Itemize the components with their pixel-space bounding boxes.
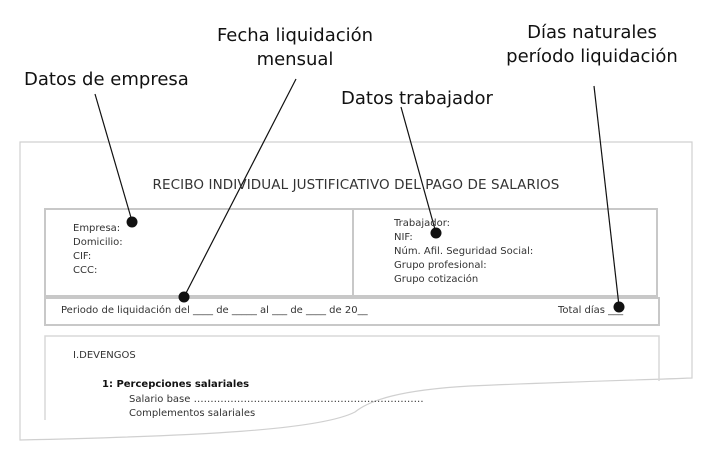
devengos-box [44, 335, 660, 420]
callout-datos-empresa: Datos de empresa [24, 69, 189, 90]
empresa-field-ccc: CCC: [73, 265, 98, 276]
empresa-field-cif: CIF: [73, 251, 92, 262]
trabajador-field-grupo-cotizacion: Grupo cotización [394, 274, 479, 285]
callout-fecha-liquidacion: Fecha liquidación mensual [216, 25, 374, 70]
document-outline [19, 141, 693, 441]
document-title: RECIBO INDIVIDUAL JUSTIFICATIVO DEL PAGO… [152, 177, 560, 193]
empresa-field-empresa: Empresa: [73, 223, 121, 234]
callout-dias-naturales: Días naturales período liquidación [506, 22, 678, 67]
marker-trabajador [430, 227, 442, 239]
trabajador-field-grupo-profesional: Grupo profesional: [394, 260, 487, 271]
salario-base-line: Salario base …………………………………………………………… [129, 394, 424, 405]
connector-dias [593, 85, 620, 307]
trabajador-field-afiliacion: Núm. Afil. Seguridad Social: [394, 246, 534, 257]
connector-trabajador [400, 106, 437, 234]
trabajador-box [352, 208, 658, 297]
connector-empresa [94, 93, 133, 222]
empresa-field-domicilio: Domicilio: [73, 237, 123, 248]
complementos-salariales-line: Complementos salariales [129, 408, 256, 419]
marker-dias [613, 301, 625, 313]
marker-empresa [126, 216, 138, 228]
callout-datos-trabajador: Datos trabajador [341, 88, 493, 109]
trabajador-field-nif: NIF: [394, 232, 413, 243]
devengos-heading: I.DEVENGOS [73, 350, 136, 361]
connector-fecha [183, 78, 297, 298]
periodo-box [44, 297, 660, 326]
percepciones-salariales-heading: 1: Percepciones salariales [102, 379, 250, 390]
periodo-liquidacion: Periodo de liquidación del ____ de _____… [61, 305, 368, 316]
total-dias: Total días ___ [558, 305, 624, 316]
marker-fecha [178, 291, 190, 303]
trabajador-field-trabajador: Trabajador: [394, 218, 451, 229]
